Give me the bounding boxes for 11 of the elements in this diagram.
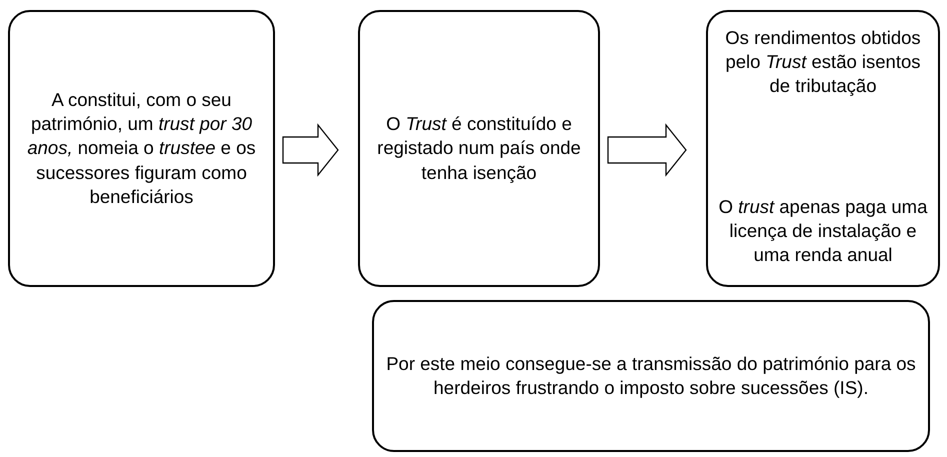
box-text: Por este meio consegue-se a transmissão do património para os herdeiros frustrando o imposto sobre sucessões (IS). [385,352,917,400]
box-text: O Trust é constituído e registado num país onde tenha isenção [376,112,582,185]
box-text: A constitui, com o seu património, um trust por 30 anos, nomeia o trustee e os sucessores figuram como beneficiários [26,88,257,209]
text-box [8,10,275,287]
block-arrow [282,123,339,177]
text-box [372,300,930,452]
box-text: Os rendimentos obtidos pelo Trust estão isentos de tributação [724,26,922,98]
text-box [706,10,940,287]
text-box [358,10,600,287]
block-arrow [607,123,687,177]
box-text: O trust apenas paga uma licença de instalação e uma renda anual [718,194,928,267]
